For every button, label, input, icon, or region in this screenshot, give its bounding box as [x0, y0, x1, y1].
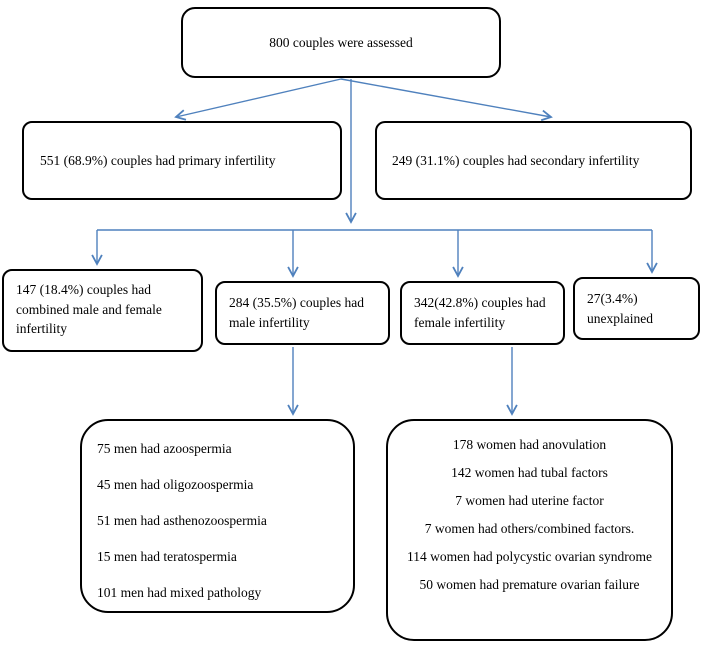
arrow-assessed-to-secondary [340, 78, 553, 122]
female-detail-line: 50 women had premature ovarian failure [419, 577, 640, 592]
node-male-details: 75 men had azoospermia 45 men had oligoz… [80, 419, 355, 613]
node-unexplained-text: 27(3.4%) unexplained [587, 291, 653, 326]
node-female-infertility: 342(42.8%) couples had female infertilit… [400, 281, 565, 345]
male-detail-line: 45 men had oligozoospermia [97, 477, 254, 492]
node-combined-infertility: 147 (18.4%) couples had combined male an… [2, 269, 203, 352]
male-detail-line: 75 men had azoospermia [97, 441, 232, 456]
female-detail-line: 7 women had uterine factor [455, 493, 604, 508]
node-male-text: 284 (35.5%) couples had male infertility [229, 295, 364, 330]
node-assessed: 800 couples were assessed [181, 7, 501, 78]
node-unexplained: 27(3.4%) unexplained [573, 277, 700, 340]
female-detail-line: 114 women had polycystic ovarian syndrom… [406, 549, 653, 564]
female-detail-line: 178 women had anovulation [452, 437, 607, 452]
node-secondary-infertility: 249 (31.1%) couples had secondary infert… [375, 121, 692, 200]
node-assessed-text: 800 couples were assessed [269, 34, 413, 50]
node-secondary-text: 249 (31.1%) couples had secondary infert… [392, 152, 640, 168]
node-female-text: 342(42.8%) couples had female infertilit… [414, 295, 546, 330]
female-detail-line: 142 women had tubal factors [451, 465, 608, 480]
female-detail-line: 7 women had others/combined factors. [424, 521, 635, 536]
node-female-details: 178 women had anovulation 142 women had … [386, 419, 673, 641]
male-detail-line: 15 men had teratospermia [97, 549, 237, 564]
male-detail-line: 51 men had asthenozoospermia [97, 513, 267, 528]
node-primary-infertility: 551 (68.9%) couples had primary infertil… [22, 121, 342, 200]
arrow-assessed-to-primary [174, 78, 342, 121]
male-detail-line: 101 men had mixed pathology [97, 585, 262, 600]
node-male-infertility: 284 (35.5%) couples had male infertility [215, 281, 390, 345]
node-primary-text: 551 (68.9%) couples had primary infertil… [40, 152, 276, 168]
node-combined-text: 147 (18.4%) couples had combined male an… [16, 282, 162, 337]
